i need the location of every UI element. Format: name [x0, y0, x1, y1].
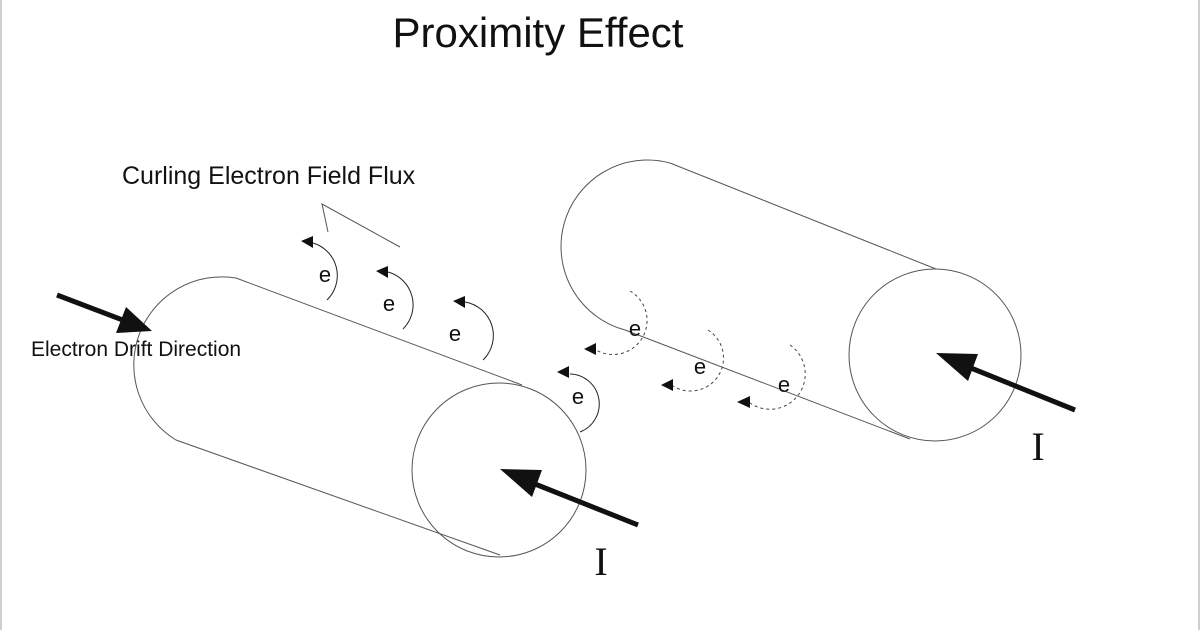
- right-electron-flux-loops: [584, 290, 806, 410]
- electron-label: e: [694, 354, 706, 379]
- flux-loop-arc: [672, 329, 725, 392]
- flux-loop-arc: [312, 242, 338, 301]
- flux-loop-arc: [464, 301, 494, 361]
- flux-arrowhead-icon: [661, 379, 673, 391]
- left-conductor-end-face: [411, 382, 587, 558]
- left-current-label: I: [594, 539, 607, 584]
- right-current-arrow: [936, 353, 1076, 413]
- left-electrons: e e e e: [319, 262, 584, 409]
- right-conductor-top-edge: [669, 162, 937, 270]
- right-frame-border: [1198, 0, 1200, 630]
- left-electron-flux-loops: [301, 236, 600, 433]
- electron-label: e: [449, 321, 461, 346]
- current-arrow-shaft: [529, 479, 639, 528]
- flux-loop-arc: [569, 373, 600, 433]
- diagram-title: Proximity Effect: [393, 9, 684, 56]
- flux-loop-arc: [595, 290, 648, 356]
- electron-drift-label: Electron Drift Direction: [31, 338, 241, 361]
- right-electrons: e e e: [629, 316, 790, 397]
- flux-label-pointer: [321, 203, 401, 248]
- left-conductor-top-edge: [235, 277, 523, 386]
- flux-label: Curling Electron Field Flux: [122, 162, 416, 190]
- flux-arrowhead-icon: [453, 296, 465, 308]
- flux-arrowhead-icon: [376, 266, 388, 278]
- current-arrowhead-icon: [936, 353, 978, 381]
- electron-label: e: [383, 291, 395, 316]
- flux-loop-arc: [749, 344, 806, 410]
- flux-loop-arc: [387, 271, 414, 330]
- current-arrow-shaft: [965, 363, 1076, 413]
- right-current-label: I: [1031, 424, 1044, 469]
- electron-label: e: [629, 316, 641, 341]
- flux-arrowhead-icon: [301, 236, 313, 248]
- flux-arrowhead-icon: [557, 366, 569, 378]
- right-conductor-end-face: [848, 268, 1022, 442]
- electron-drift-arrow: [56, 292, 152, 333]
- left-conductor-body: [133, 276, 501, 556]
- left-conductor: [133, 276, 587, 558]
- right-conductor-body: [560, 159, 911, 440]
- drift-arrowhead-icon: [116, 307, 152, 333]
- drift-arrow-shaft: [56, 292, 129, 325]
- electron-label: e: [778, 372, 790, 397]
- electron-label: e: [572, 384, 584, 409]
- current-arrowhead-icon: [500, 469, 542, 497]
- left-frame-border: [0, 0, 2, 630]
- electron-label: e: [319, 262, 331, 287]
- flux-arrowhead-icon: [584, 343, 596, 355]
- right-conductor: [560, 159, 1022, 442]
- left-current-arrow: [500, 469, 639, 528]
- flux-arrowhead-icon: [737, 396, 750, 408]
